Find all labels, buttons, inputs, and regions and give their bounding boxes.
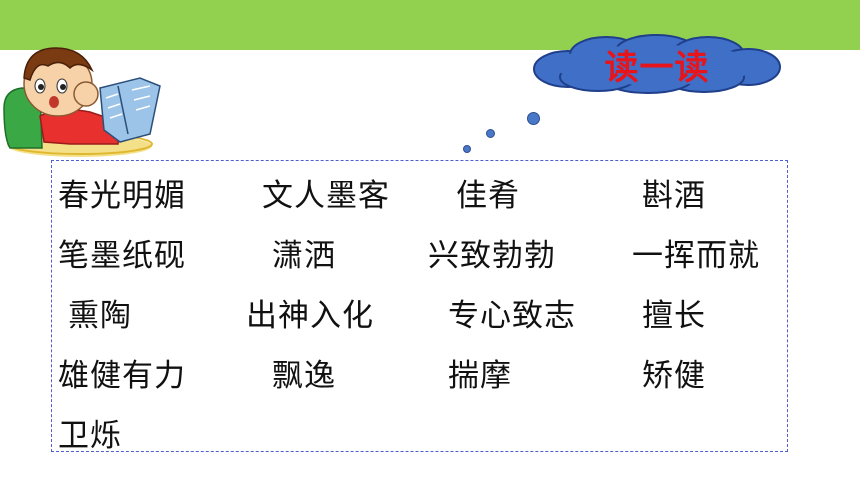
- section-title: 读一读: [604, 47, 710, 88]
- word-item: 飘逸: [272, 358, 336, 394]
- word-item: 卫烁: [58, 418, 122, 454]
- word-item: 文人墨客: [262, 178, 390, 214]
- boy-reading-illustration: [3, 47, 161, 157]
- word-item: 斟酒: [642, 178, 706, 214]
- word-item: 专心致志: [448, 298, 576, 334]
- thought-bubble-small: [463, 145, 471, 153]
- word-list-box: [51, 160, 788, 452]
- word-item: 笔墨纸砚: [58, 238, 186, 274]
- word-item: 出神入化: [246, 298, 374, 334]
- word-item: 雄健有力: [58, 358, 186, 394]
- word-item: 擅长: [642, 298, 706, 334]
- word-item: 佳肴: [456, 178, 520, 214]
- thought-bubble-large: [527, 112, 540, 125]
- word-item: 潇洒: [272, 238, 336, 274]
- word-item: 兴致勃勃: [428, 238, 556, 274]
- word-item: 揣摩: [448, 358, 512, 394]
- word-item: 一挥而就: [632, 238, 760, 274]
- cloud-badge: [533, 34, 781, 94]
- word-item: 矫健: [642, 358, 706, 394]
- word-item: 春光明媚: [58, 178, 186, 214]
- thought-bubble-medium: [486, 129, 495, 138]
- word-item: 熏陶: [68, 298, 132, 334]
